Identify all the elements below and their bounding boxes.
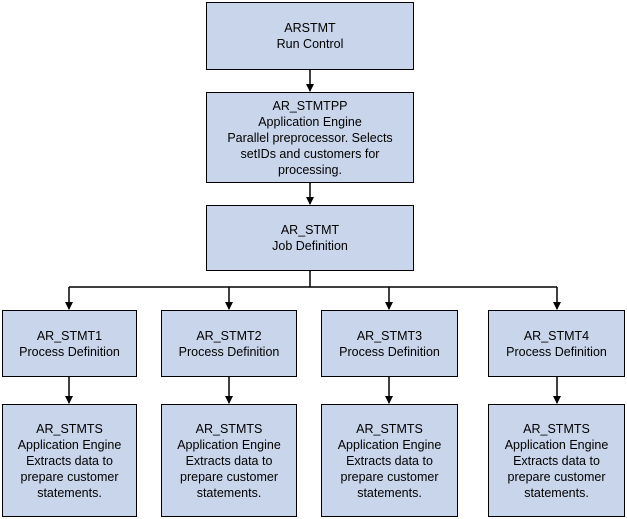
box-line: prepare customer bbox=[20, 469, 119, 484]
connector-job-bus bbox=[69, 271, 557, 288]
box-line: ARSTMT bbox=[284, 21, 336, 35]
box-line: statements. bbox=[37, 485, 102, 500]
box-line: processing. bbox=[278, 162, 342, 177]
box-line: Extracts data to bbox=[346, 453, 433, 468]
box-line: Application Engine bbox=[177, 437, 281, 452]
box-line: prepare customer bbox=[340, 469, 439, 484]
box-line: prepare customer bbox=[180, 469, 278, 484]
box-line: AR_STMTS bbox=[356, 421, 423, 436]
box-line: Run Control bbox=[276, 37, 344, 51]
process-definition-box-2: AR_STMT2 Process Definition bbox=[161, 310, 297, 377]
application-engine-box-4: AR_STMTS Application Engine Extracts dat… bbox=[488, 404, 625, 517]
box-line: statements. bbox=[524, 485, 589, 500]
box-line: Job Definition bbox=[272, 239, 348, 253]
box-line: Process Definition bbox=[178, 344, 280, 359]
box-line: AR_STMTPP bbox=[272, 98, 348, 113]
box-line: Application Engine bbox=[504, 437, 609, 452]
application-engine-box-1: AR_STMTS Application Engine Extracts dat… bbox=[2, 404, 137, 517]
process-definition-box-4: AR_STMT4 Process Definition bbox=[488, 310, 625, 377]
process-definition-box-1: AR_STMT1 Process Definition bbox=[2, 310, 137, 377]
box-line: Extracts data to bbox=[26, 453, 113, 468]
box-line: Application Engine bbox=[337, 437, 442, 452]
application-engine-box-3: AR_STMTS Application Engine Extracts dat… bbox=[321, 404, 458, 517]
box-line: Extracts data to bbox=[185, 453, 273, 468]
box-line: Process Definition bbox=[19, 344, 120, 359]
box-line: Application Engine bbox=[258, 114, 362, 129]
preprocessor-box: AR_STMTPP Application Engine Parallel pr… bbox=[206, 92, 414, 183]
process-definition-box-3: AR_STMT3 Process Definition bbox=[321, 310, 458, 377]
box-line: AR_STMT4 bbox=[523, 328, 590, 343]
box-line: AR_STMT3 bbox=[356, 328, 423, 343]
application-engine-box-2: AR_STMTS Application Engine Extracts dat… bbox=[161, 404, 297, 517]
box-line: Extracts data to bbox=[513, 453, 600, 468]
box-line: AR_STMTS bbox=[195, 421, 263, 436]
box-line: AR_STMT2 bbox=[196, 328, 262, 343]
box-line: AR_STMTS bbox=[523, 421, 590, 436]
box-line: AR_STMTS bbox=[36, 421, 103, 436]
box-line: AR_STMT1 bbox=[36, 328, 103, 343]
box-line: Application Engine bbox=[17, 437, 122, 452]
run-control-box: ARSTMT Run Control bbox=[206, 2, 414, 70]
box-line: statements. bbox=[196, 485, 262, 500]
box-line: setIDs and customers for bbox=[240, 146, 380, 161]
box-line: Process Definition bbox=[506, 344, 607, 359]
box-line: statements. bbox=[357, 485, 422, 500]
box-line: prepare customer bbox=[507, 469, 606, 484]
box-line: Process Definition bbox=[339, 344, 440, 359]
job-definition-box: AR_STMT Job Definition bbox=[206, 205, 414, 271]
box-line: Parallel preprocessor. Selects bbox=[227, 130, 393, 145]
box-line: AR_STMT bbox=[280, 223, 340, 237]
